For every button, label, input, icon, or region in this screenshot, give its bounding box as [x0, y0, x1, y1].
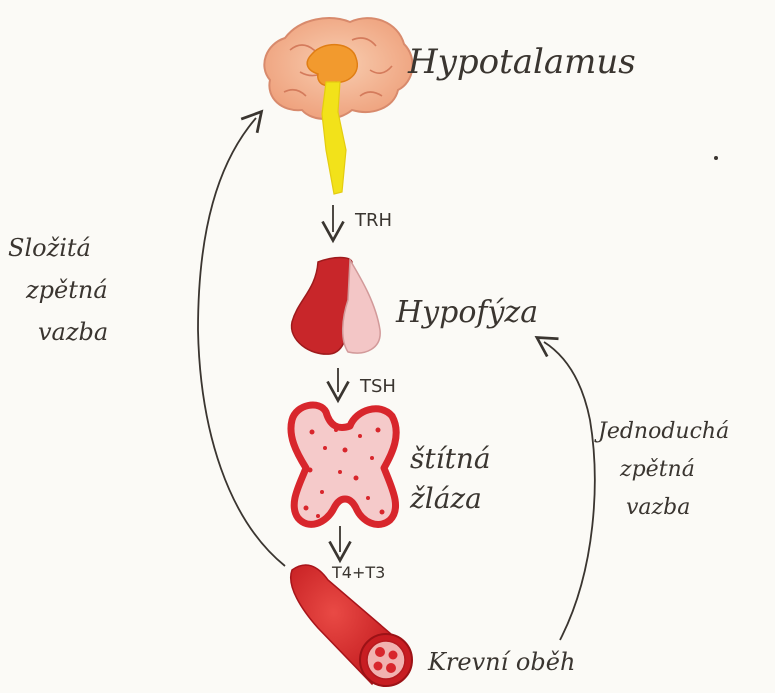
brain-illustration — [264, 18, 412, 194]
complex-feedback-label-line1: Složitá — [8, 234, 91, 262]
simple-feedback-label-line1: Jednoduchá — [594, 419, 729, 444]
blood-vessel-illustration — [291, 565, 412, 686]
complex-feedback-label-line3: vazba — [38, 318, 108, 346]
hypothalamus-label: Hypotalamus — [407, 42, 636, 82]
ink-dot — [714, 156, 718, 160]
thyroid-label-line1: štítná — [410, 442, 491, 475]
complex-feedback-arrow — [198, 118, 285, 566]
simple-feedback-arrow — [544, 342, 595, 640]
t4t3-label: T4+T3 — [331, 563, 385, 582]
complex-feedback-label-line2: zpětná — [25, 276, 108, 304]
trh-label: TRH — [354, 210, 392, 231]
thyroid-illustration — [291, 405, 396, 524]
thyroid-label-line2: žláza — [409, 482, 482, 515]
pituitary-illustration — [292, 258, 381, 355]
circulation-label: Krevní oběh — [427, 648, 575, 676]
simple-feedback-label-line2: zpětná — [619, 457, 695, 482]
pituitary-label: Hypofýza — [395, 295, 538, 330]
tsh-label: TSH — [359, 376, 396, 397]
simple-feedback-label-line3: vazba — [626, 495, 690, 520]
